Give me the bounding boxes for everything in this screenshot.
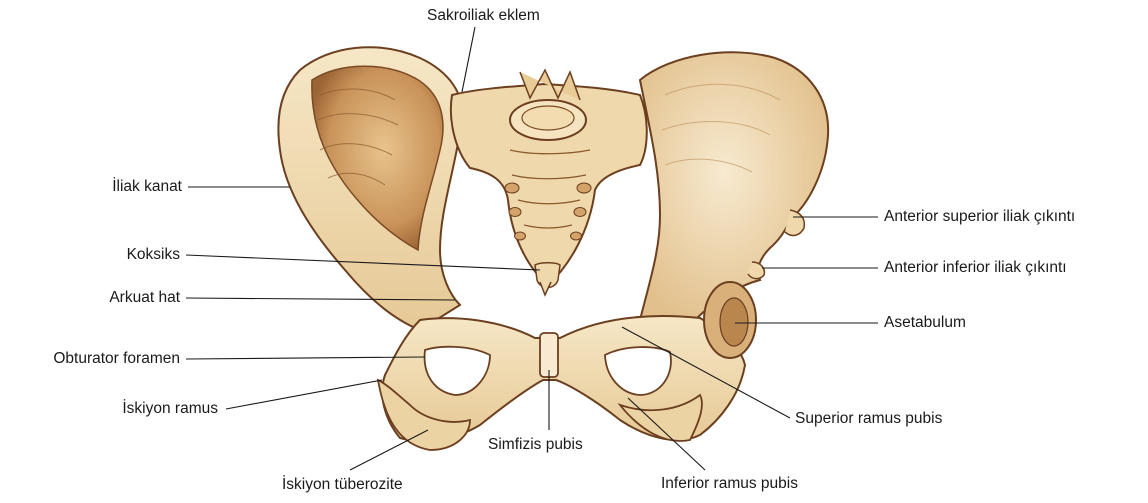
label-koksiks: Koksiks (40, 246, 180, 264)
label-iliak-kanat: İliak kanat (40, 178, 182, 196)
leader-sakroiliak (462, 27, 475, 92)
label-inferior-ramus-pubis: Inferior ramus pubis (661, 475, 798, 493)
leader-iskiyon-ramus (226, 380, 382, 409)
label-anterior-superior-iliak-cikinti: Anterior superior iliak çıkıntı (884, 208, 1075, 226)
label-asetabulum: Asetabulum (884, 314, 966, 332)
label-arkuat-hat: Arkuat hat (40, 289, 180, 307)
left-iliac-wing (278, 47, 462, 330)
sacrum (451, 70, 647, 285)
right-iliac-wing (640, 52, 828, 320)
label-iskiyon-tuberozite: İskiyon tüberozite (282, 476, 403, 494)
label-superior-ramus-pubis: Superior ramus pubis (795, 410, 942, 428)
label-anterior-inferior-iliak-cikinti: Anterior inferior iliak çıkıntı (884, 259, 1067, 277)
leader-obturator (186, 357, 425, 359)
label-obturator-foramen: Obturator foramen (2, 350, 180, 368)
label-iskiyon-ramus: İskiyon ramus (60, 400, 218, 418)
label-sakroiliak-eklem: Sakroiliak eklem (427, 7, 540, 25)
coccyx (535, 263, 560, 295)
leader-iskiyon-tuberozite (350, 430, 428, 470)
label-simfizis-pubis: Simfizis pubis (488, 436, 583, 454)
